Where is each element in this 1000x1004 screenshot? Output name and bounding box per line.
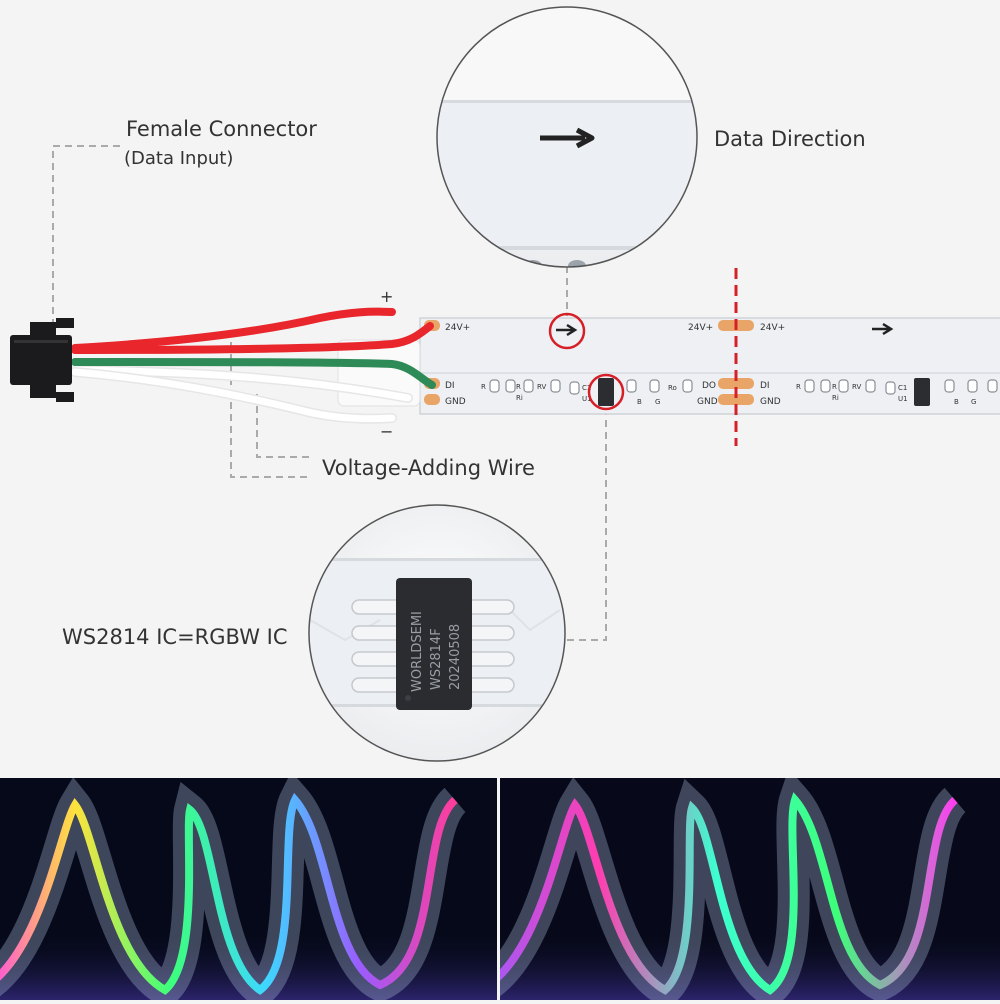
arrow-icon [872,322,894,336]
wires [70,307,436,424]
pad-label-gnd-left: GND [697,397,718,407]
leader-voltage-wire-b [256,394,312,458]
leader-lines [52,145,607,641]
pad-label-24v-left: 24V+ [688,323,713,333]
pad-label-gnd-right: GND [760,397,781,407]
comp-label: B [954,398,959,406]
female-connector [10,318,74,402]
comp-label: C1 [898,384,907,392]
chip-date-code: 20240508 [448,624,463,690]
pad-label-di-right: DI [760,381,770,391]
pad-label-gnd: GND [445,397,466,407]
magnifier-ic: WORLDSEMI WS2814F 20240508 [308,504,566,762]
comp-label: R [481,383,486,391]
leader-voltage-wire-a [230,342,312,478]
comp-label: Ri [832,394,839,402]
led-strip: 24V+ DI GND 24V+ 24V+ DO DI GND GND R R … [419,268,1000,446]
pad-label-24v: 24V+ [445,323,470,333]
photo-panel-right [500,778,1000,1000]
arrow-icon [556,323,578,337]
chip-brand: WORLDSEMI [410,611,425,692]
ic-chip-large [396,578,472,710]
label-data-input: (Data Input) [124,148,234,169]
wire-red [71,322,434,354]
leader-ic [566,408,607,641]
comp-label: R [796,383,801,391]
ic-chip-small [598,378,614,406]
comp-label: G [655,398,660,406]
comp-label: RV [537,383,546,391]
ic-chip-small-2 [914,378,930,406]
pad-label-di: DI [445,381,455,391]
wire-green [71,358,436,389]
pad-label-24v-right: 24V+ [760,323,785,333]
photo-panel-left [0,778,497,1000]
comp-label: Ri [516,394,523,402]
minus-sign: − [380,422,393,441]
comp-label: Ro [668,384,677,392]
magnifier-data-direction [436,6,698,268]
highlight-ring-arrow [548,312,586,350]
chip-model: WS2814F [429,628,444,690]
wire-red-branch [71,307,396,352]
label-female-connector: Female Connector [126,117,317,141]
comp-label: R [516,383,521,391]
comp-label: G [971,398,976,406]
leader-connector [52,145,120,330]
comp-label: U1 [582,395,592,403]
plus-sign: + [380,287,393,306]
pad-label-do: DO [702,381,716,391]
comp-label: C1 [582,384,591,392]
arrow-icon [540,127,595,149]
label-data-direction: Data Direction [714,127,866,151]
comp-label: R [832,383,837,391]
comp-label: B [637,398,642,406]
comp-label: U1 [898,395,908,403]
smd-components [489,379,998,395]
label-ic-type: WS2814 IC=RGBW IC [62,625,288,649]
label-voltage-wire: Voltage-Adding Wire [322,456,535,480]
highlight-ring-ic [587,373,625,411]
comp-label: RV [852,383,861,391]
